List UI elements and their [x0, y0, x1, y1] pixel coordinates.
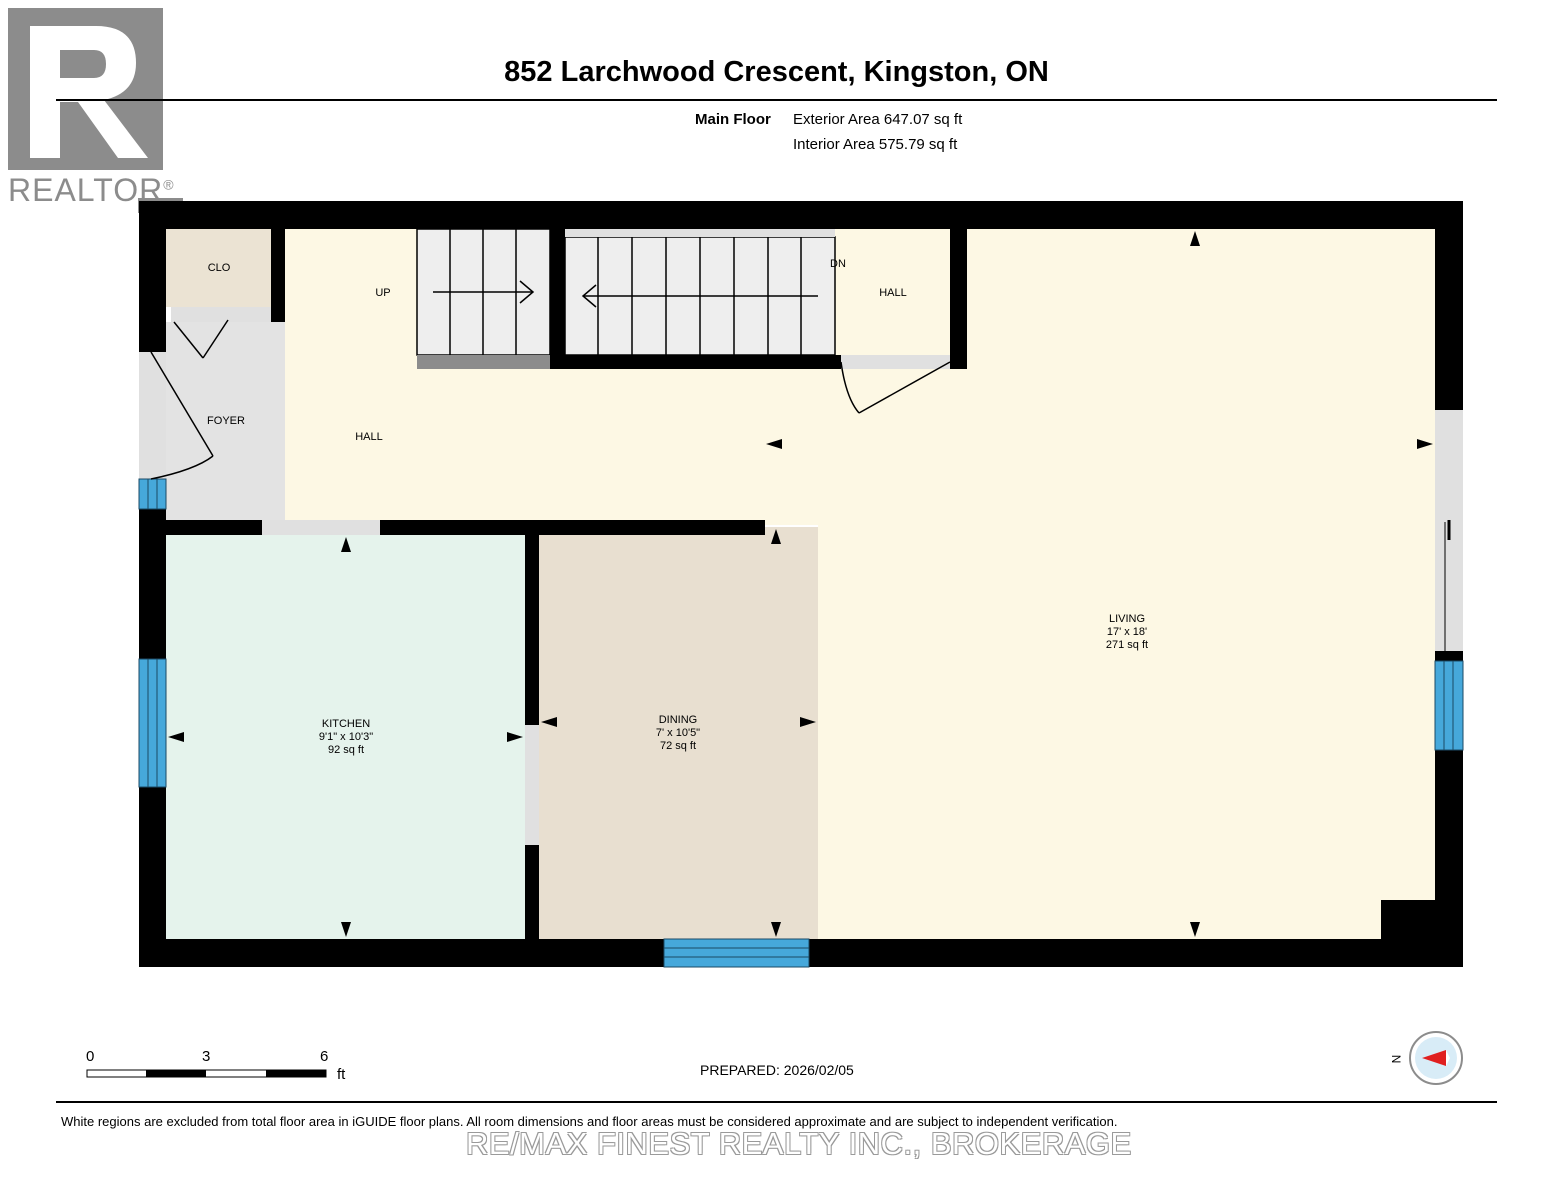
dining-dims: 7' x 10'5": [655, 727, 701, 739]
floor-name: Main Floor: [695, 111, 771, 128]
foyer-fill: [166, 322, 285, 520]
registered-mark: ®: [163, 176, 175, 193]
hall-small-fill: [835, 229, 953, 355]
stairs-down-label: DN: [830, 258, 846, 270]
brokerage-watermark: RE/MAX FINEST REALTY INC., BROKERAGE: [466, 1126, 1132, 1161]
door-swings: [150, 319, 951, 480]
room-living: LIVING 17' x 18' 271 sq ft: [1106, 613, 1148, 652]
compass: N: [1388, 1030, 1468, 1086]
kitchen-area: 92 sq ft: [327, 744, 365, 756]
interior-area: Interior Area 575.79 sq ft: [793, 136, 958, 153]
closet-fill: [166, 229, 271, 307]
room-hall-top-label: HALL: [879, 287, 907, 299]
kitchen-name: KITCHEN: [321, 718, 371, 730]
disclaimer: White regions are excluded from total fl…: [61, 1114, 1118, 1129]
living-dims: 17' x 18': [1106, 626, 1148, 638]
prepared-date: PREPARED: 2026/02/05: [700, 1062, 854, 1078]
title-rule: [56, 99, 1497, 101]
compass-north-label: N: [1389, 1054, 1404, 1064]
scale-tick-0: 0: [86, 1048, 95, 1065]
dining-name: DINING: [658, 714, 698, 726]
page-title: 852 Larchwood Crescent, Kingston, ON: [504, 56, 1049, 88]
room-dining: DINING 7' x 10'5" 72 sq ft: [656, 714, 700, 753]
living-area: 271 sq ft: [1105, 639, 1149, 651]
living-name: LIVING: [1108, 613, 1146, 625]
room-foyer-label: FOYER: [207, 415, 245, 427]
windows: [138, 478, 1464, 968]
scale-tick-6: 6: [320, 1048, 329, 1065]
footer-rule: [56, 1101, 1497, 1103]
realtor-text: REALTOR: [8, 172, 164, 208]
room-kitchen: KITCHEN 9'1" x 10'3" 92 sq ft: [319, 718, 373, 757]
scale-unit: ft: [337, 1066, 346, 1083]
kitchen-dims: 9'1" x 10'3": [318, 731, 374, 743]
dining-area: 72 sq ft: [659, 740, 697, 752]
room-closet-label: CLO: [207, 262, 231, 274]
dimension-arrows: [168, 231, 1433, 937]
room-hall-label: HALL: [355, 431, 383, 443]
dining-fill: [539, 527, 818, 939]
scale-bar: [86, 1069, 327, 1078]
exterior-area: Exterior Area 647.07 sq ft: [793, 111, 963, 128]
compass-icon: [1409, 1031, 1463, 1085]
scale-tick-3: 3: [202, 1048, 211, 1065]
kitchen-fill: [166, 535, 525, 939]
stairs-up-label: UP: [375, 287, 391, 299]
